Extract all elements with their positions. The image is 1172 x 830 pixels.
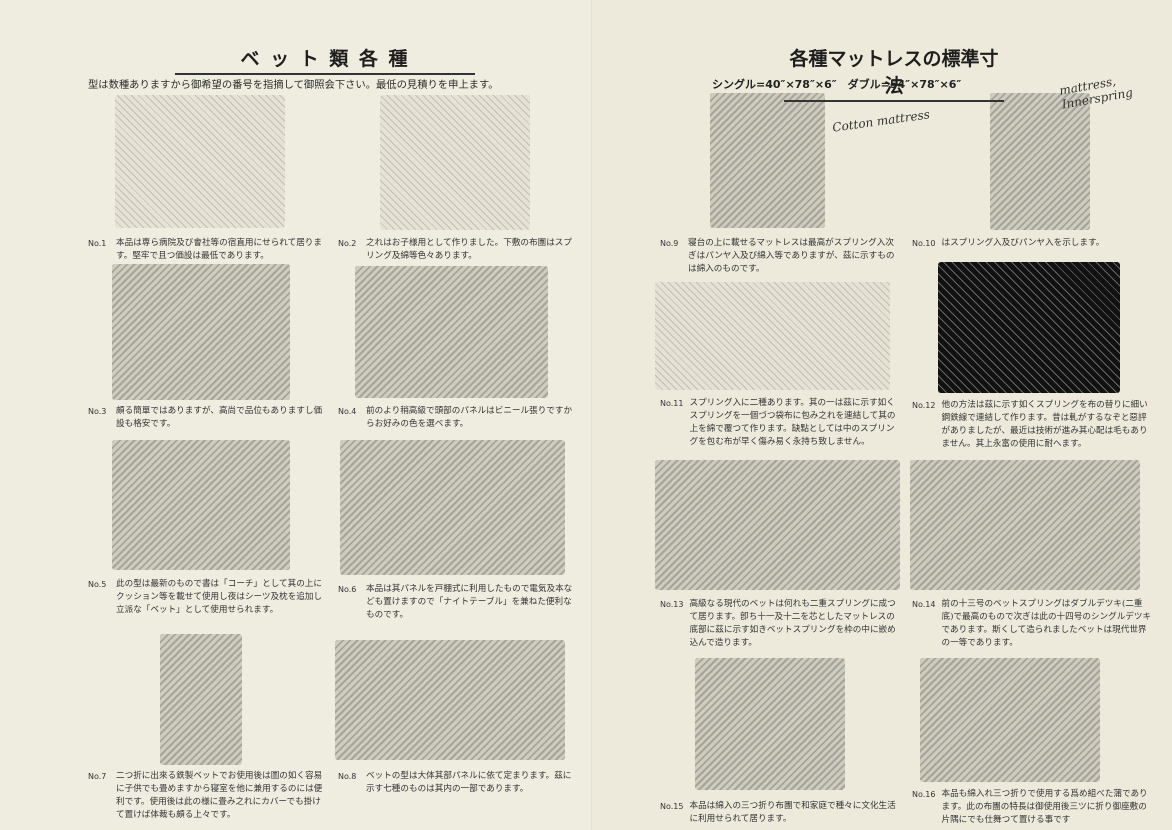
right-page-title: 各種マットレスの標準寸法 — [784, 44, 1004, 102]
item-number: No.13 — [660, 600, 684, 609]
item-illustration — [695, 658, 845, 790]
left-page-title: ベ ッ ト 類 各 種 — [175, 44, 475, 75]
item-illustration — [938, 262, 1120, 393]
item-description: 高級なる現代のベットは何れも二重スプリングに成つて居ります。卽ち十一及十二を芯と… — [689, 599, 896, 648]
item-caption: No.9 寝台の上に載せるマットレスは最高がスプリング入次ぎはパンヤ入及び綿入等で… — [660, 237, 898, 276]
item-caption: No.5 此の型は最新のもので書は「コーチ」として其の上にクッション等を載せて使用… — [88, 578, 326, 617]
item-caption: No.8 ベットの型は大体其部パネルに依て定まります。茲に示す七種のものは其内の一… — [338, 770, 576, 796]
item-illustration — [710, 93, 825, 228]
item-illustration — [355, 266, 548, 398]
item-illustration — [115, 95, 285, 228]
item-number: No.5 — [88, 580, 107, 589]
item-number: No.15 — [660, 802, 684, 811]
item-illustration — [160, 634, 242, 765]
item-description: 本品は専ら病院及び會社等の宿直用にせられて居ります。堅牢で且つ価設は最低でありま… — [116, 238, 322, 261]
item-number: No.8 — [338, 772, 357, 781]
item-description: 二つ折に出來る鉄製ベットでお使用後は圖の如く容易に子供でも畳めますから寝室を他に… — [116, 771, 323, 820]
item-caption: No.16 本品も綿入れ三つ折りで使用する爲め組べた蒲であります。此の布團の特長は… — [912, 788, 1151, 827]
item-description: 寝台の上に載せるマットレスは最高がスプリング入次ぎはパンヤ入及び綿入等であります… — [688, 238, 895, 274]
item-description: 頗る簡單ではありますが、高尚で品位もありますし価設も格安です。 — [116, 406, 323, 429]
item-caption: No.4 前のより稍高級で頭部のパネルはビニール張りですからお好みの色を選べます。 — [338, 405, 576, 431]
item-illustration — [380, 95, 530, 230]
item-number: No.14 — [912, 600, 936, 609]
item-illustration — [655, 460, 900, 590]
item-caption: No.3 頗る簡單ではありますが、高尚で品位もありますし価設も格安です。 — [88, 405, 326, 431]
item-caption: No.6 本品は其パネルを戸棚式に利用したもので電気及本なども置けますので「ナイト… — [338, 583, 576, 622]
item-description: 本品は其パネルを戸棚式に利用したもので電気及本なども置けますので「ナイトテーブル… — [366, 584, 573, 620]
item-illustration — [920, 658, 1100, 782]
item-number: No.6 — [338, 585, 357, 594]
item-caption: No.13 高級なる現代のベットは何れも二重スプリングに成つて居ります。卽ち十一及… — [660, 598, 899, 650]
item-number: No.11 — [660, 399, 684, 408]
item-illustration — [340, 440, 565, 575]
item-description: 前の十三号のベットスプリングはダブルデツキ(二重底)で最高のもので次ぎは此の十四… — [941, 599, 1152, 648]
item-description: はスプリング入及びパンヤ入を示します。 — [941, 238, 1105, 248]
item-caption: No.10 はスプリング入及びパンヤ入を示します。 — [912, 237, 1151, 250]
item-description: 此の型は最新のもので書は「コーチ」として其の上にクッション等を載せて使用し夜はシ… — [116, 579, 323, 615]
item-caption: No.11 スプリング入に二種あります。其の一は茲に示す如くスプリングを一個づつ袋… — [660, 397, 899, 449]
item-description: ベットの型は大体其部パネルに依て定まります。茲に示す七種のものは其内の一部であり… — [366, 771, 572, 794]
item-illustration — [655, 282, 890, 390]
item-description: 本品も綿入れ三つ折りで使用する爲め組べた蒲であります。此の布團の特長は御使用後三… — [941, 789, 1148, 825]
item-number: No.16 — [912, 790, 936, 799]
item-illustration — [112, 440, 290, 570]
item-number: No.9 — [660, 239, 679, 248]
item-caption: No.7 二つ折に出來る鉄製ベットでお使用後は圖の如く容易に子供でも畳めますから寝… — [88, 770, 326, 822]
item-description: 前のより稍高級で頭部のパネルはビニール張りですからお好みの色を選べます。 — [366, 406, 573, 429]
item-illustration — [990, 93, 1090, 230]
item-caption: No.12 他の方法は茲に示す如くスプリングを布の替りに細い鋼鉄線で連結して作りま… — [912, 399, 1151, 451]
item-illustration — [910, 460, 1140, 590]
left-page-subtitle: 型は数種ありますから御希望の番号を指摘して御照会下さい。最低の見積りを申上ます。 — [88, 79, 499, 91]
item-number: No.12 — [912, 401, 936, 410]
item-number: No.1 — [88, 239, 107, 248]
item-description: スプリング入に二種あります。其の一は茲に示す如くスプリングを一個づつ袋布に包み之… — [689, 398, 896, 447]
item-caption: No.1 本品は専ら病院及び會社等の宿直用にせられて居ります。堅牢で且つ価設は最低… — [88, 237, 326, 263]
item-description: 本品は綿入の三つ折り布團で和家庭で種々に文化生活に利用せられて居ります。 — [689, 801, 896, 824]
item-number: No.7 — [88, 772, 107, 781]
item-number: No.4 — [338, 407, 357, 416]
mattress-dimensions: シングル=40″×78″×6″ ダブル=54″×78″×6″ — [712, 78, 962, 91]
item-illustration — [335, 640, 565, 760]
item-caption: No.2 之れはお子様用として作りました。下敷の布團はスプリング及綿等色々あります… — [338, 237, 576, 263]
item-caption: No.15 本品は綿入の三つ折り布團で和家庭で種々に文化生活に利用せられて居ります… — [660, 800, 899, 826]
item-number: No.2 — [338, 239, 357, 248]
item-description: 之れはお子様用として作りました。下敷の布團はスプリング及綿等色々あります。 — [366, 238, 572, 261]
item-caption: No.14 前の十三号のベットスプリングはダブルデツキ(二重底)で最高のもので次ぎ… — [912, 598, 1151, 650]
item-illustration — [112, 264, 290, 400]
item-description: 他の方法は茲に示す如くスプリングを布の替りに細い鋼鉄線で連結して作ります。昔は軋… — [941, 400, 1148, 449]
item-number: No.3 — [88, 407, 107, 416]
item-number: No.10 — [912, 239, 936, 248]
